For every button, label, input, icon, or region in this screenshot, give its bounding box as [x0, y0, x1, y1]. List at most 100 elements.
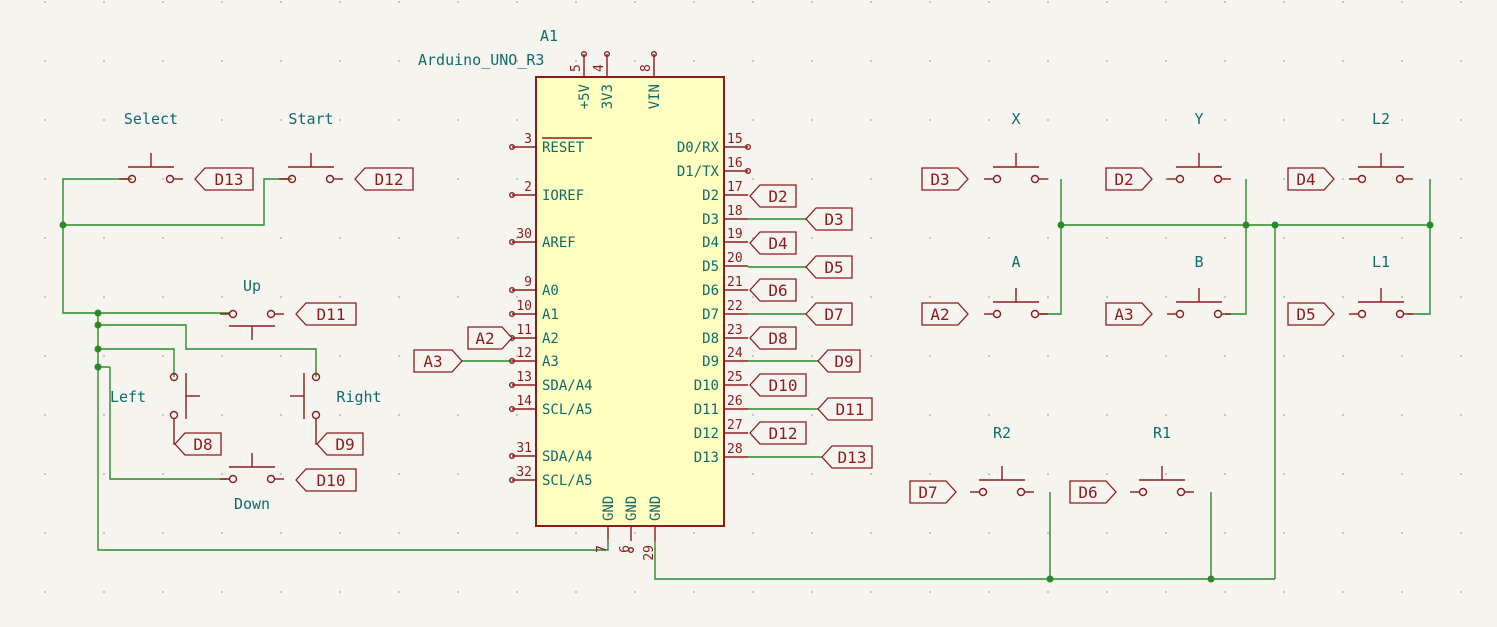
button-b[interactable]: BA3 — [1105, 253, 1231, 326]
net-label-text: A3 — [423, 352, 442, 371]
ic-pin-number: 25 — [727, 370, 743, 385]
ic-pin-number: 11 — [516, 323, 532, 338]
ic-net-label-d7[interactable]: D7 — [805, 302, 853, 326]
net-label-shape — [1287, 302, 1335, 326]
button-contact — [992, 309, 1002, 319]
net-label-text: D8 — [193, 435, 212, 454]
ic-pin-name-aref: AREF — [542, 235, 576, 251]
ic-pin-name-reset: RESET — [542, 140, 585, 156]
ic-pin-name--5v: +5V — [577, 83, 593, 109]
button-contact — [228, 309, 238, 319]
net-label-a3[interactable]: A3 — [1105, 302, 1153, 326]
button-contact — [1213, 174, 1223, 184]
ic-pin-name-scl-a5: SCL/A5 — [542, 473, 593, 489]
button-contact — [311, 410, 321, 420]
net-label-d11[interactable]: D11 — [295, 302, 357, 326]
net-label-d2[interactable]: D2 — [1105, 167, 1153, 191]
ic-net-label-d3[interactable]: D3 — [805, 207, 853, 231]
ic-pin-name-sda-a4: SDA/A4 — [542, 449, 593, 465]
net-label-d7[interactable]: D7 — [909, 480, 957, 504]
ic-pin-name-d1-tx: D1/TX — [677, 164, 720, 180]
ic-pin-name-d8: D8 — [702, 331, 719, 347]
ic-pin-name-a1: A1 — [542, 307, 559, 323]
net-label-text: D13 — [838, 448, 867, 467]
net-label-d13[interactable]: D13 — [194, 167, 254, 191]
ic-pin-name-d3: D3 — [702, 212, 719, 228]
ic-net-label-d10[interactable]: D10 — [749, 373, 807, 397]
button-contact — [169, 372, 179, 382]
net-label-text: A2 — [930, 305, 949, 324]
ic-value: Arduino_UNO_R3 — [418, 51, 544, 69]
ic-pin-name-a0: A0 — [542, 283, 559, 299]
ic-pin-number: 18 — [727, 204, 743, 219]
button-contact — [228, 474, 238, 484]
button-name: A — [1011, 253, 1020, 271]
ic-pin-end — [509, 358, 516, 365]
ic-net-label-d11[interactable]: D11 — [817, 397, 873, 421]
net-label-shape — [413, 349, 463, 373]
net-label-text: D7 — [824, 305, 843, 324]
ic-pin-end — [509, 382, 516, 389]
button-x[interactable]: XD3 — [921, 110, 1048, 191]
net-label-d3[interactable]: D3 — [921, 167, 969, 191]
ic-net-label-d8[interactable]: D8 — [749, 326, 797, 350]
ic-pin-number: 21 — [727, 275, 743, 290]
net-label-d10[interactable]: D10 — [295, 468, 357, 492]
net-label-d5[interactable]: D5 — [1287, 302, 1335, 326]
ic-net-label-d2[interactable]: D2 — [749, 184, 797, 208]
ic-pin-number: 7 — [595, 545, 610, 553]
net-label-text: D3 — [824, 210, 843, 229]
ic-pin-name-d4: D4 — [702, 235, 719, 251]
ic-pin-number: 5 — [569, 64, 584, 72]
ic-pin-end — [509, 238, 516, 245]
ic-net-label-d6[interactable]: D6 — [749, 278, 797, 302]
button-down[interactable]: Down D10 — [220, 453, 357, 513]
net-label-a2[interactable]: A2 — [921, 302, 969, 326]
ic-pin-number: 3 — [524, 132, 532, 147]
net-label-d12[interactable]: D12 — [354, 167, 414, 191]
net-label-text: D8 — [768, 329, 787, 348]
net-label-d6[interactable]: D6 — [1069, 480, 1117, 504]
button-contact — [1176, 487, 1186, 497]
net-label-text: D9 — [834, 352, 853, 371]
net-label-shape — [805, 207, 853, 231]
button-contact — [1030, 309, 1040, 319]
net-label-shape — [749, 184, 797, 208]
button-name: Down — [234, 495, 270, 513]
net-label-shape — [467, 326, 513, 350]
net-label-d4[interactable]: D4 — [1287, 167, 1335, 191]
ic-net-label-a3[interactable]: A3 — [413, 349, 463, 373]
button-a[interactable]: A A2 — [921, 253, 1048, 326]
net-label-d9[interactable]: D9 — [316, 432, 364, 456]
arduino-uno-symbol[interactable]: A1 Arduino_UNO_R3 3RESET2IOREF30AREF9A01… — [418, 27, 752, 561]
ic-pin-end — [745, 143, 752, 150]
ic-pin-name-gnd: GND — [648, 496, 664, 521]
ic-net-label-d13[interactable]: D13 — [821, 445, 873, 469]
ic-pin-end — [581, 51, 588, 58]
net-label-shape — [921, 167, 969, 191]
button-y[interactable]: YD2 — [1105, 110, 1231, 191]
ic-pin-number: 31 — [516, 441, 532, 456]
ic-pin-number: 16 — [727, 156, 743, 171]
ic-net-label-d5[interactable]: D5 — [805, 255, 853, 279]
ic-net-label-d9[interactable]: D9 — [817, 349, 861, 373]
ic-net-label-d4[interactable]: D4 — [749, 231, 797, 255]
ic-net-label-d12[interactable]: D12 — [749, 421, 807, 445]
ic-pin-name-a3: A3 — [542, 354, 559, 370]
wires — [62, 178, 1431, 580]
net-label-shape — [909, 480, 957, 504]
button-name: L2 — [1372, 110, 1390, 128]
net-label-d8[interactable]: D8 — [174, 432, 222, 456]
net-label-text: D10 — [317, 471, 346, 490]
ic-net-label-a2[interactable]: A2 — [467, 326, 513, 350]
